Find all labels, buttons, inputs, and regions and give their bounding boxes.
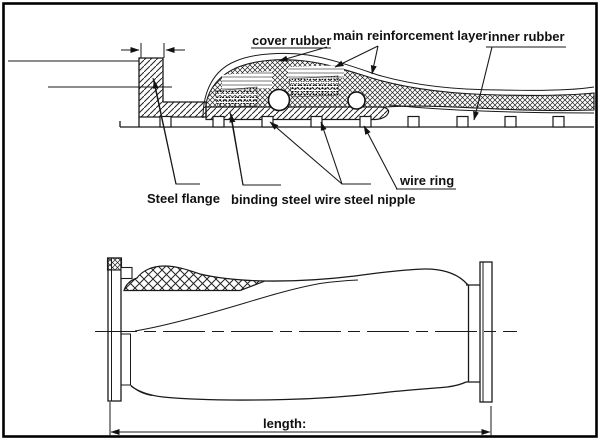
wire-ring-leader: [363, 125, 398, 190]
left-lower-step: [121, 333, 131, 386]
top-section-view: cover rubber main reinforcement layer in…: [8, 28, 595, 207]
main-reinforcement-leader-2: [370, 45, 379, 75]
steel-nipple-leader-2: [320, 121, 343, 185]
binding-steel-wire-leader-tip: [229, 113, 244, 186]
cover-rubber-outline: [202, 52, 595, 119]
inner-rubber-leader: [473, 46, 493, 121]
left-flange-cap: [106, 257, 123, 271]
main-reinforcement-leader-1: [334, 45, 379, 68]
label-binding-steel-wire: binding steel wire: [231, 192, 341, 207]
inner-bore-curve: [134, 279, 359, 332]
hose-bottom-outline: [130, 381, 467, 401]
label-cover-rubber: cover rubber: [252, 33, 331, 48]
label-steel-flange: Steel flange: [147, 191, 220, 206]
label-wire-ring: wire ring: [399, 173, 454, 188]
bottom-side-view: length:: [95, 257, 517, 436]
label-main-reinforcement-layer: main reinforcement layer: [333, 28, 488, 43]
wire-ring-squares: [159, 115, 565, 128]
binding-steel-wire-blocks: [214, 75, 339, 108]
right-collar: [466, 284, 480, 383]
steel-flange-leader-tip: [152, 79, 177, 185]
inner-rubber-boundary: [389, 104, 595, 114]
label-steel-nipple: steel nipple: [344, 192, 416, 207]
left-lower-step-curve: [130, 384, 153, 396]
end-reinforcement-band: [123, 265, 266, 292]
label-inner-rubber: inner rubber: [488, 29, 565, 44]
hose-top-outline: [264, 268, 469, 286]
cover-rubber-leader: [278, 46, 328, 62]
left-flange-plate: [107, 257, 122, 402]
leader-lines: [152, 45, 566, 190]
label-length: length:: [263, 416, 306, 431]
flange-width-dimension: [121, 43, 185, 58]
steel-wire-circles: [267, 88, 366, 112]
left-nipple-step: [120, 266, 133, 280]
length-dimension: length:: [109, 402, 492, 436]
